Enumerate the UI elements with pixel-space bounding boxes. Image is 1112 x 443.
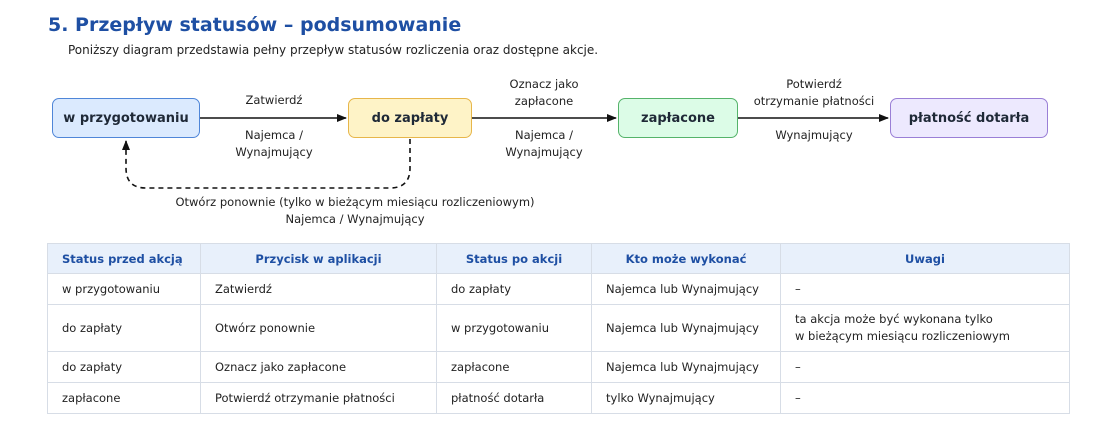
table-row: w przygotowaniu Zatwierdź do zapłaty Naj… [47, 273, 1070, 305]
node-platnosc-dotarla: płatność dotarła [890, 98, 1048, 138]
cell-app-button: Oznacz jako zapłacone [200, 351, 437, 383]
cell-status-after: zapłacone [436, 351, 592, 383]
edge2-actor-line2: Wynajmujący [505, 145, 583, 159]
status-transitions-table: Status przed akcją Przycisk w aplikacji … [47, 243, 1070, 414]
edge2-actor-line1: Najemca / [514, 128, 574, 142]
cell-status-after: w przygotowaniu [436, 304, 592, 352]
edge1-actor-line2: Wynajmujący [235, 145, 313, 159]
edge2-action: Oznacz jako zapłacone [484, 76, 604, 110]
arrow-reopen-dashed [122, 139, 411, 189]
edge1-action: Zatwierdź [245, 93, 303, 107]
note-line: ta akcja może być wykonana tylko [795, 312, 993, 326]
section-title: 5. Przepływ statusów – podsumowanie [48, 14, 462, 36]
edge3-actor: Wynajmujący [775, 128, 853, 142]
reopen-actor: Najemca / Wynajmujący [285, 212, 425, 226]
edge1-actor-line1: Najemca / [244, 128, 304, 142]
cell-notes: – [780, 273, 1070, 305]
cell-app-button: Zatwierdź [200, 273, 437, 305]
edge1-actor: Najemca / Wynajmujący [214, 127, 334, 161]
reopen-action: Otwórz ponownie (tylko w bieżącym miesią… [175, 195, 535, 209]
header-who: Kto może wykonać [591, 243, 781, 274]
node-zaplacone: zapłacone [618, 98, 738, 138]
table-row: zapłacone Potwierdź otrzymanie płatności… [47, 382, 1070, 414]
cell-status-before: w przygotowaniu [47, 273, 201, 305]
section-intro: Poniższy diagram przedstawia pełny przep… [68, 43, 599, 57]
table-row: do zapłaty Otwórz ponownie w przygotowan… [47, 304, 1070, 352]
edge2-actor: Najemca / Wynajmujący [484, 127, 604, 161]
cell-who: Najemca lub Wynajmujący [591, 351, 781, 383]
cell-status-before: do zapłaty [47, 304, 201, 352]
cell-status-before: zapłacone [47, 382, 201, 414]
edge3-action-line1: Potwierdź [786, 77, 842, 91]
edge2-action-line2: zapłacone [514, 94, 574, 108]
node-w-przygotowaniu: w przygotowaniu [52, 98, 200, 138]
cell-who: Najemca lub Wynajmujący [591, 304, 781, 352]
note-line: – [795, 281, 801, 296]
node-do-zaplaty: do zapłaty [348, 98, 472, 138]
cell-app-button: Potwierdź otrzymanie płatności [200, 382, 437, 414]
cell-status-before: do zapłaty [47, 351, 201, 383]
cell-notes: – [780, 351, 1070, 383]
table-row: do zapłaty Oznacz jako zapłacone zapłaco… [47, 351, 1070, 383]
header-notes: Uwagi [780, 243, 1070, 274]
header-status-after: Status po akcji [436, 243, 592, 274]
note-line: – [795, 359, 801, 374]
header-status-before: Status przed akcją [47, 243, 201, 274]
note-line: – [795, 390, 801, 405]
cell-who: tylko Wynajmujący [591, 382, 781, 414]
status-flow-diagram: w przygotowaniu do zapłaty zapłacone pła… [52, 76, 1048, 226]
cell-app-button: Otwórz ponownie [200, 304, 437, 352]
cell-notes: ta akcja może być wykonana tylko w bieżą… [780, 304, 1070, 352]
edge3-action-line2: otrzymanie płatności [753, 94, 875, 108]
cell-who: Najemca lub Wynajmujący [591, 273, 781, 305]
cell-notes: – [780, 382, 1070, 414]
cell-status-after: do zapłaty [436, 273, 592, 305]
flow-arrows [122, 114, 889, 189]
edge2-action-line1: Oznacz jako [509, 77, 579, 91]
note-line: w bieżącym miesiącu rozliczeniowym [795, 329, 1010, 343]
edge3-action: Potwierdź otrzymanie płatności [748, 76, 880, 110]
table-header-row: Status przed akcją Przycisk w aplikacji … [47, 243, 1070, 274]
header-app-button: Przycisk w aplikacji [200, 243, 437, 274]
cell-status-after: płatność dotarła [436, 382, 592, 414]
